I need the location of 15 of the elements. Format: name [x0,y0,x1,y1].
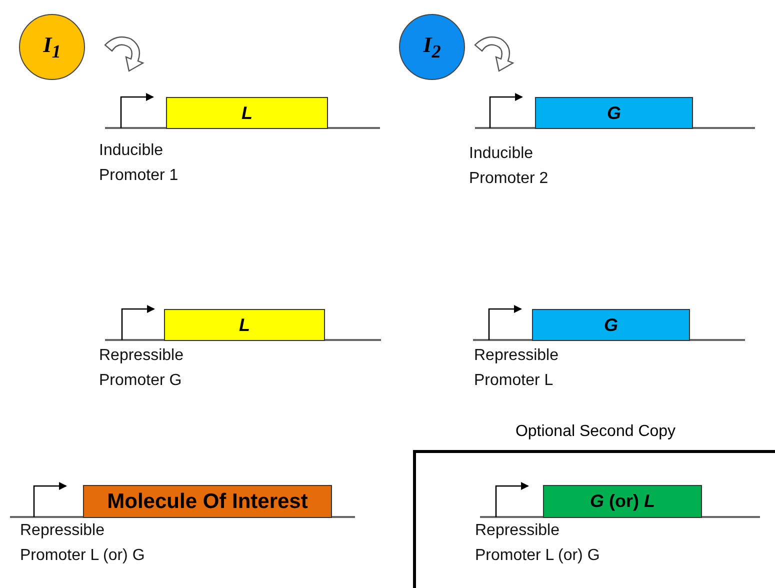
gene-box: L [164,309,325,341]
promoter-label: Repressible Promoter G [99,346,184,391]
gene-box: G (or) L [543,485,702,518]
gene-box: Molecule Of Interest [83,485,332,518]
promoter-label: Inducible Promoter 1 [99,141,180,186]
inducer-circle: I$_{2}$ [399,14,465,80]
gene-box: G [535,97,693,129]
group-heading: Optional Second Copy [514,423,677,441]
gene-box: G [532,309,690,341]
promoter-label: Repressible Promoter L (or) G [475,521,601,566]
promoter-label: Repressible Promoter L (or) G [20,521,146,566]
promoter-label: Inducible Promoter 2 [469,144,550,189]
gene-box: L [166,97,328,129]
promoter-label: Repressible Promoter L [474,346,560,391]
inducer-circle: I$_{1}$ [19,14,85,80]
